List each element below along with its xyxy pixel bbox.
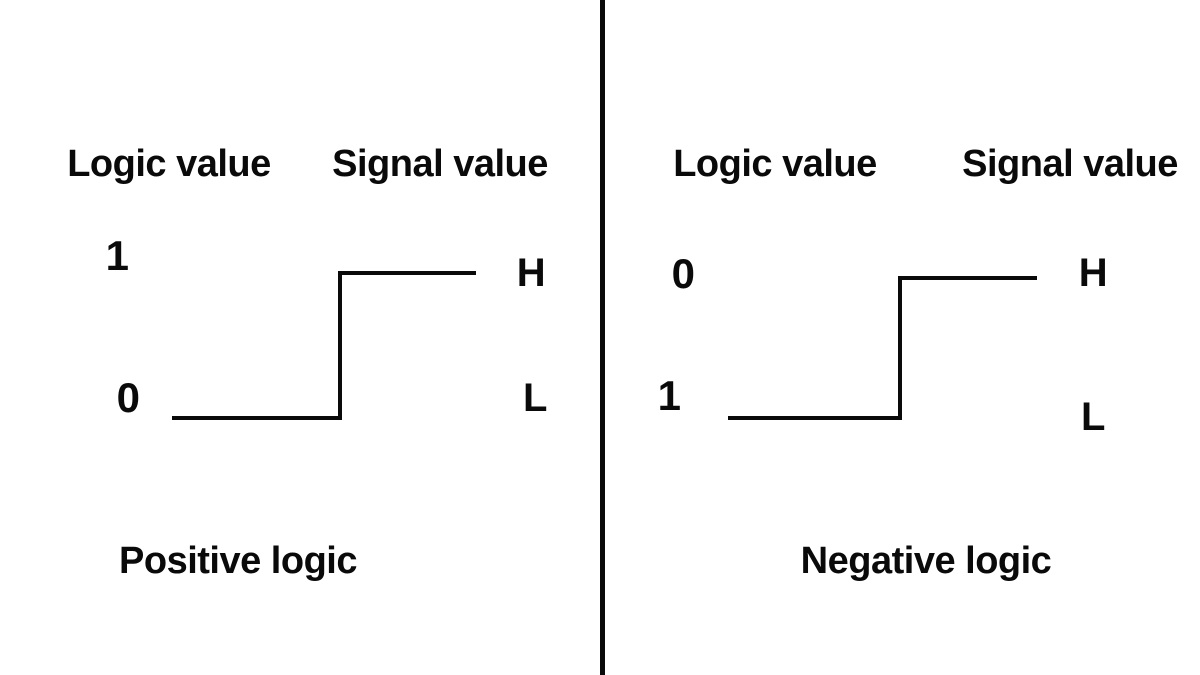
logic-high-label: 0	[671, 250, 695, 297]
logic-low-label: 0	[116, 374, 140, 421]
signal-high-label: H	[516, 251, 546, 295]
panel-caption: Negative logic	[800, 540, 1052, 582]
signal-step-line	[172, 271, 476, 420]
logic-value-header: Logic value	[67, 143, 271, 185]
signal-low-label: L	[1081, 395, 1105, 439]
signal-value-header: Signal value	[332, 143, 548, 185]
negative-logic-panel: Logic value Signal value 0 1 H L Negativ…	[605, 0, 1200, 675]
logic-high-label: 1	[105, 232, 129, 279]
logic-value-header: Logic value	[673, 143, 877, 185]
logic-low-label: 1	[657, 372, 681, 419]
vertical-divider	[600, 0, 605, 675]
signal-step-line	[728, 276, 1037, 420]
signal-high-label: H	[1078, 251, 1108, 295]
signal-low-label: L	[523, 376, 547, 420]
panel-caption: Positive logic	[119, 540, 357, 582]
signal-value-header: Signal value	[962, 143, 1178, 185]
positive-logic-panel: Logic value Signal value 1 0 H L Positiv…	[67, 143, 548, 582]
